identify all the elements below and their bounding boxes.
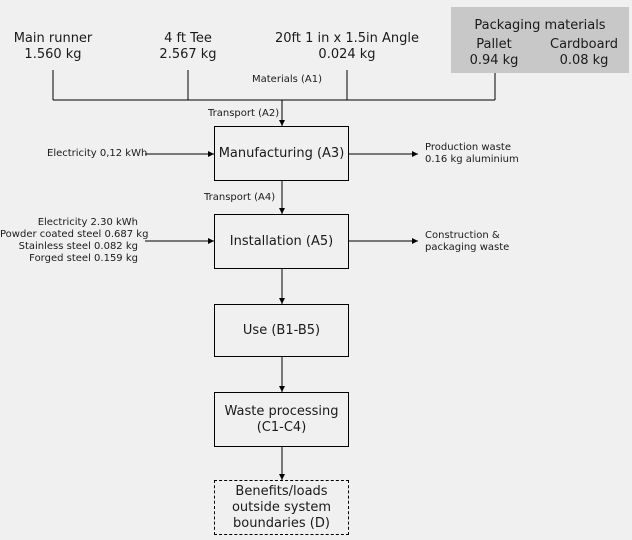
packaging-panel [451, 7, 629, 73]
output-a5-line: Construction & [425, 230, 500, 241]
stage-d-label-line1: Benefits/loads [235, 483, 328, 499]
stage-d-box: Benefits/loads outside system boundaries… [214, 480, 349, 535]
stage-d-label-line3: boundaries (D) [233, 515, 330, 531]
input-a5-line: Electricity 2.30 kWh [37, 217, 138, 228]
packaging-name: Pallet [476, 37, 512, 52]
stage-d-label-line2: outside system [231, 499, 332, 515]
input-a5-line: Stainless steel 0.082 kg [18, 241, 138, 252]
stage-b-label: Use (B1-B5) [242, 322, 321, 338]
output-a3: Production waste 0.16 kg aluminium [425, 142, 519, 166]
label-transport-a4: Transport (A4) [204, 192, 276, 203]
input-a5-line: Forged steel 0.159 kg [29, 253, 138, 264]
material-mass: 2.567 kg [159, 47, 217, 62]
material-name: Main runner [13, 31, 93, 46]
material-main-runner: Main runner 1.560 kg [3, 31, 103, 63]
packaging-name: Cardboard [550, 37, 618, 52]
stage-c-label-line2: (C1-C4) [256, 419, 307, 435]
output-a3-line: Production waste [425, 142, 511, 153]
material-name: 4 ft Tee [164, 31, 212, 46]
material-mass: 1.560 kg [24, 47, 82, 62]
packaging-title: Packaging materials [474, 18, 606, 33]
stage-c-label-line1: Waste processing [224, 403, 339, 419]
material-name: 20ft 1 in x 1.5in Angle [275, 31, 419, 46]
input-a5: Electricity 2.30 kWh Powder coated steel… [0, 217, 149, 265]
output-a3-line: 0.16 kg aluminium [425, 154, 519, 165]
label-materials-a1: Materials (A1) [252, 74, 323, 85]
stage-c-box: Waste processing (C1-C4) [214, 392, 349, 447]
packaging-cardboard: Cardboard 0.08 kg [549, 37, 619, 69]
stage-b-box: Use (B1-B5) [214, 304, 349, 357]
packaging-mass: 0.08 kg [559, 53, 609, 68]
material-mass: 0.024 kg [318, 47, 376, 62]
stage-a5-label: Installation (A5) [229, 233, 334, 249]
packaging-mass: 0.94 kg [469, 53, 519, 68]
material-tee: 4 ft Tee 2.567 kg [138, 31, 238, 63]
label-transport-a2: Transport (A2) [208, 108, 280, 119]
material-angle: 20ft 1 in x 1.5in Angle 0.024 kg [267, 31, 427, 63]
stage-a3-label: Manufacturing (A3) [218, 145, 345, 161]
output-a5-line: packaging waste [425, 242, 510, 253]
packaging-pallet: Pallet 0.94 kg [464, 37, 524, 69]
stage-a3-box: Manufacturing (A3) [214, 126, 349, 181]
input-a3: Electricity 0,12 kWh [47, 148, 148, 159]
output-a5: Construction & packaging waste [425, 230, 509, 254]
input-a5-line: Powder coated steel 0.687 kg [0, 229, 149, 240]
stage-a5-box: Installation (A5) [214, 214, 349, 269]
